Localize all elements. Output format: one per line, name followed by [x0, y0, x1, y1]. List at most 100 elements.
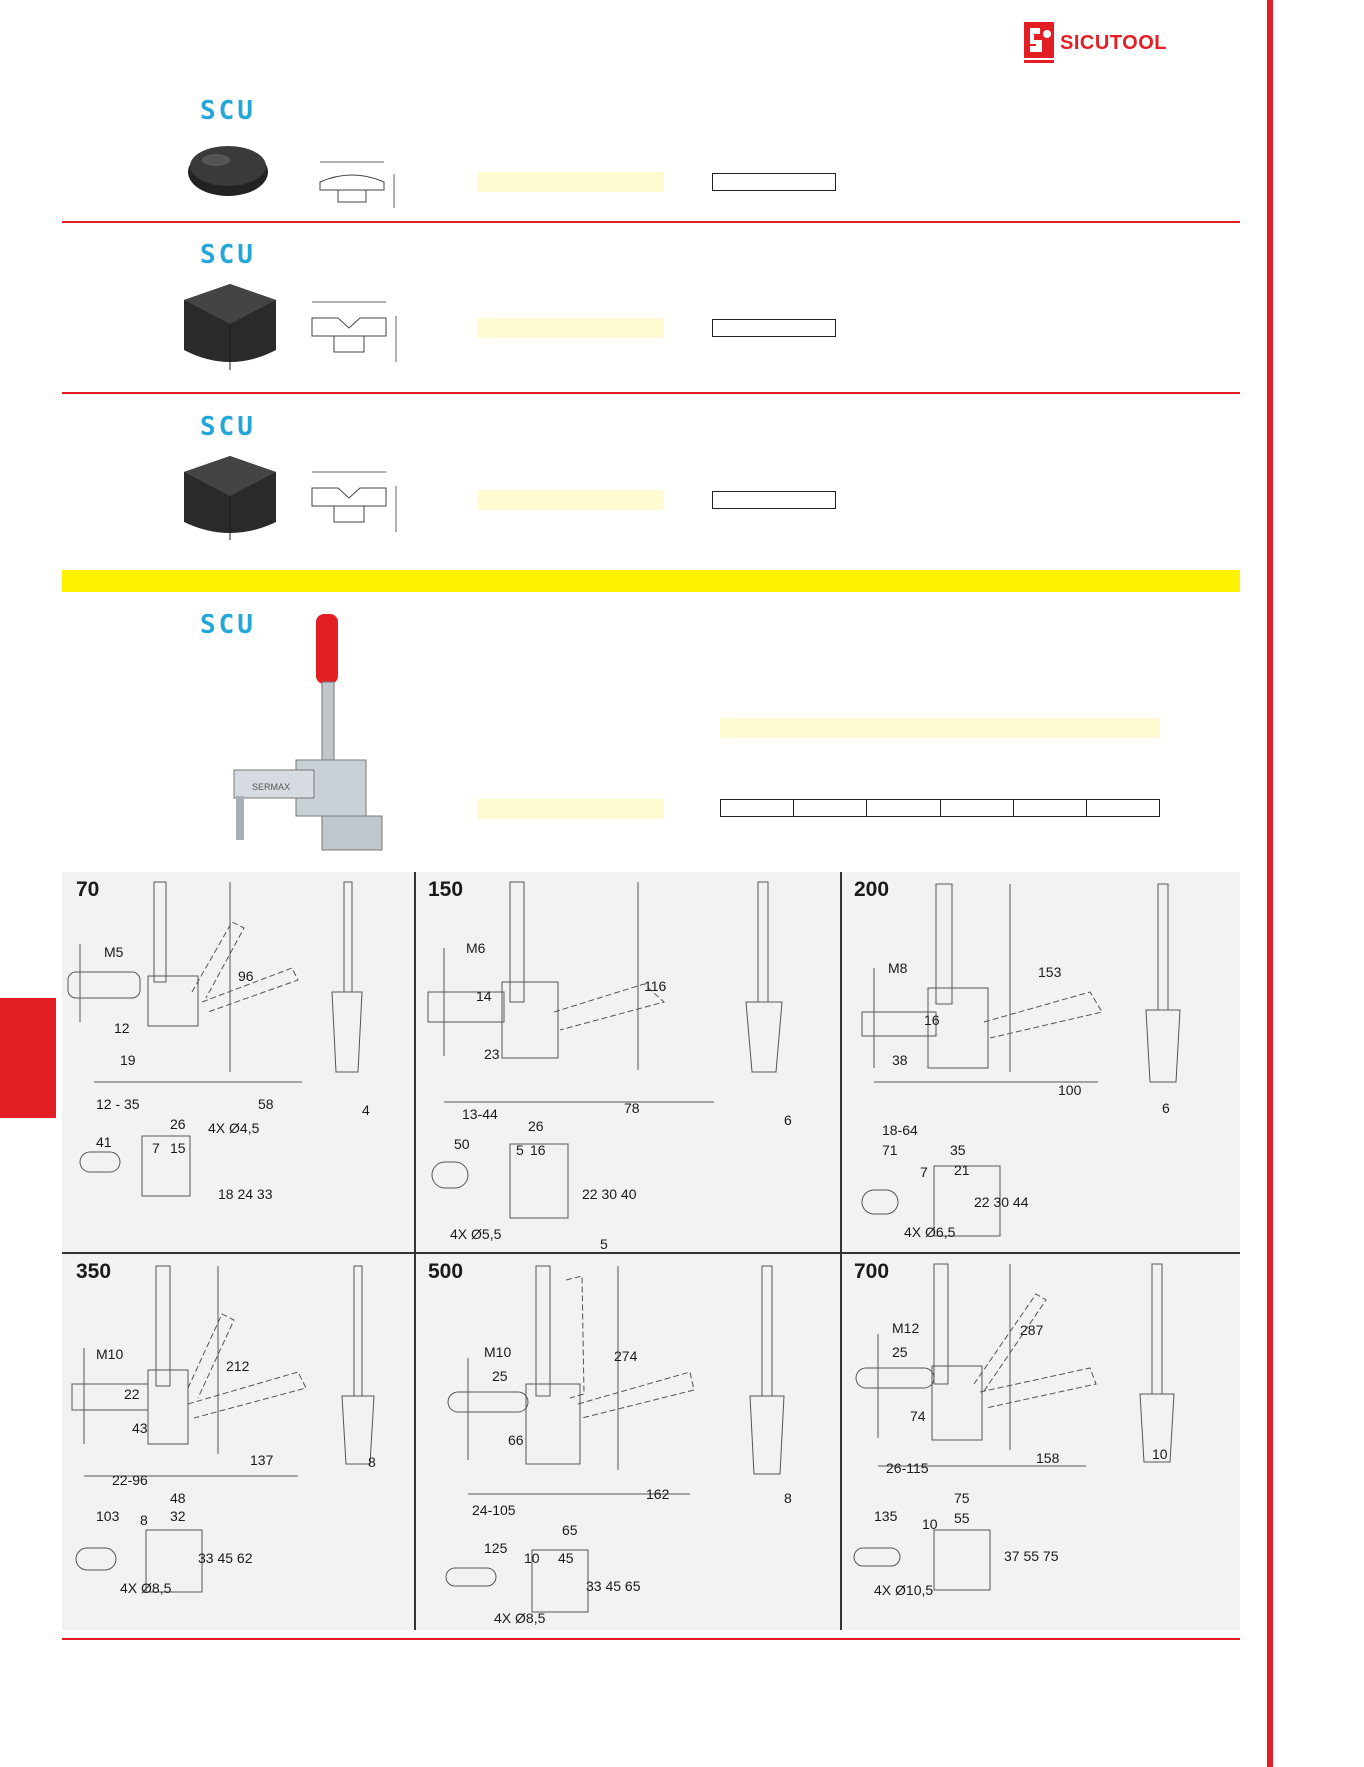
- model-title: 150: [428, 878, 464, 901]
- dim-side: 6: [1162, 1100, 1170, 1116]
- dim: 103: [96, 1508, 120, 1524]
- section-divider: [62, 221, 1240, 223]
- model-title: 700: [854, 1260, 890, 1283]
- toggle-clamp-photo: SERMAX: [233, 614, 383, 851]
- panel-divider: [840, 872, 842, 1630]
- drawing-panel-200: 200 M8 153 16 38 100 18-64 6 71 35 7 21 …: [840, 872, 1240, 1250]
- dim-base: 22 30 40: [582, 1186, 637, 1202]
- dim-reach: 58: [258, 1096, 274, 1112]
- dim-range: 24-105: [472, 1502, 516, 1518]
- model-title: 500: [428, 1260, 464, 1283]
- dim: 65: [562, 1522, 578, 1538]
- dim-holes: 4X Ø10,5: [874, 1582, 934, 1598]
- dim: 26: [528, 1118, 544, 1134]
- clamp-drawing: [853, 1263, 1175, 1591]
- code-field: [478, 490, 664, 510]
- drawing-panel-350: 350 M10 212 22 43 137 22-96 8 48 103 8 3…: [62, 1254, 414, 1632]
- dim-reach: 137: [250, 1452, 274, 1468]
- dim-holes: 4X Ø5,5: [450, 1226, 502, 1242]
- dim: 25: [492, 1368, 508, 1384]
- dim-range: 13-44: [462, 1106, 498, 1122]
- dim-height: 212: [226, 1358, 250, 1374]
- dim-base: 18 24 33: [218, 1186, 273, 1202]
- drawing-panel-70: 70 M5 96 12 19 12 - 35 58 4 41 26 4X Ø4,…: [62, 872, 414, 1250]
- dim: 10: [922, 1516, 938, 1532]
- dim-height: 153: [1038, 964, 1062, 980]
- dim: 16: [530, 1142, 546, 1158]
- dim: 8: [140, 1512, 148, 1528]
- dim: 12: [114, 1020, 130, 1036]
- clamp-drawing: [445, 1265, 785, 1613]
- clamp-drawing: [427, 881, 783, 1219]
- scu-logo: SCU: [200, 96, 256, 126]
- model-title: 70: [76, 878, 100, 901]
- panel-divider: [414, 872, 416, 1630]
- dim: 23: [484, 1046, 500, 1062]
- dim: 7: [920, 1164, 928, 1180]
- scu-logo: SCU: [200, 610, 256, 640]
- model-title: 350: [76, 1260, 112, 1283]
- dim-holes: 4X Ø8,5: [494, 1610, 546, 1626]
- dim-side: 4: [362, 1102, 370, 1118]
- brand-name: SICUTOOL: [1060, 31, 1167, 54]
- clamp-brand-label: SERMAX: [252, 782, 290, 792]
- clamp-drawing: [67, 881, 363, 1197]
- table-cell: [1087, 800, 1159, 816]
- dim-base: 33 45 65: [586, 1578, 641, 1594]
- dim-thread: M5: [104, 944, 124, 960]
- v-block-drawing: [311, 471, 397, 532]
- dim: 50: [454, 1136, 470, 1152]
- table-cell: [1014, 800, 1087, 816]
- table-cell: [721, 800, 795, 816]
- dim-thread: M6: [466, 940, 486, 956]
- code-field: [478, 172, 664, 192]
- price-box: [712, 319, 836, 337]
- dim: 75: [954, 1490, 970, 1506]
- dim: 135: [874, 1508, 898, 1524]
- dim-thread: M8: [888, 960, 908, 976]
- code-field: [478, 799, 664, 819]
- price-box: [712, 491, 836, 509]
- dim: 125: [484, 1540, 508, 1556]
- dim: 15: [170, 1140, 186, 1156]
- right-margin-rule: [1267, 0, 1273, 1767]
- dim: 55: [954, 1510, 970, 1526]
- dim-base: 33 45 62: [198, 1550, 253, 1566]
- scu-logo: SCU: [200, 240, 256, 270]
- v-block-drawing: [311, 301, 397, 362]
- dim-height: 116: [644, 978, 667, 994]
- dim-reach: 78: [624, 1100, 640, 1116]
- dim-height: 274: [614, 1348, 638, 1364]
- table-cell: [941, 800, 1014, 816]
- dim: 21: [954, 1162, 970, 1178]
- section-side-tab: [0, 998, 56, 1118]
- dim: 26: [170, 1116, 186, 1132]
- dim: 22: [124, 1386, 140, 1402]
- dim: 48: [170, 1490, 186, 1506]
- dim-reach: 162: [646, 1486, 670, 1502]
- dim: 45: [558, 1550, 574, 1566]
- dim-base: 37 55 75: [1004, 1548, 1059, 1564]
- dim-range: 22-96: [112, 1472, 148, 1488]
- dim-height: 287: [1020, 1322, 1044, 1338]
- panel-divider: [62, 1252, 1240, 1254]
- dim-thread: M10: [96, 1346, 124, 1362]
- dim: 71: [882, 1142, 898, 1158]
- price-box: [712, 173, 836, 191]
- scu-logo: SCU: [200, 412, 256, 442]
- table-cell: [794, 800, 868, 816]
- rubber-cap-photo: [188, 146, 268, 196]
- dim: 7: [152, 1140, 160, 1156]
- model-title: 200: [854, 878, 890, 901]
- dim-range: 26-115: [886, 1460, 929, 1476]
- dim-holes: 4X Ø8,5: [120, 1580, 172, 1596]
- brand-logo: SICUTOOL: [1024, 22, 1167, 64]
- sicutool-emblem-icon: [1024, 22, 1054, 63]
- dim: 38: [892, 1052, 908, 1068]
- dim: 32: [170, 1508, 186, 1524]
- dim: 25: [892, 1344, 908, 1360]
- drawing-panel-500: 500 M10 25 274 66 24-105 162 8 65 125 10…: [414, 1254, 840, 1632]
- technical-drawings: 70 M5 96 12 19 12 - 35 58 4 41 26 4X Ø4,…: [62, 872, 1240, 1630]
- description-field: [720, 718, 1160, 738]
- section-divider: [62, 392, 1240, 394]
